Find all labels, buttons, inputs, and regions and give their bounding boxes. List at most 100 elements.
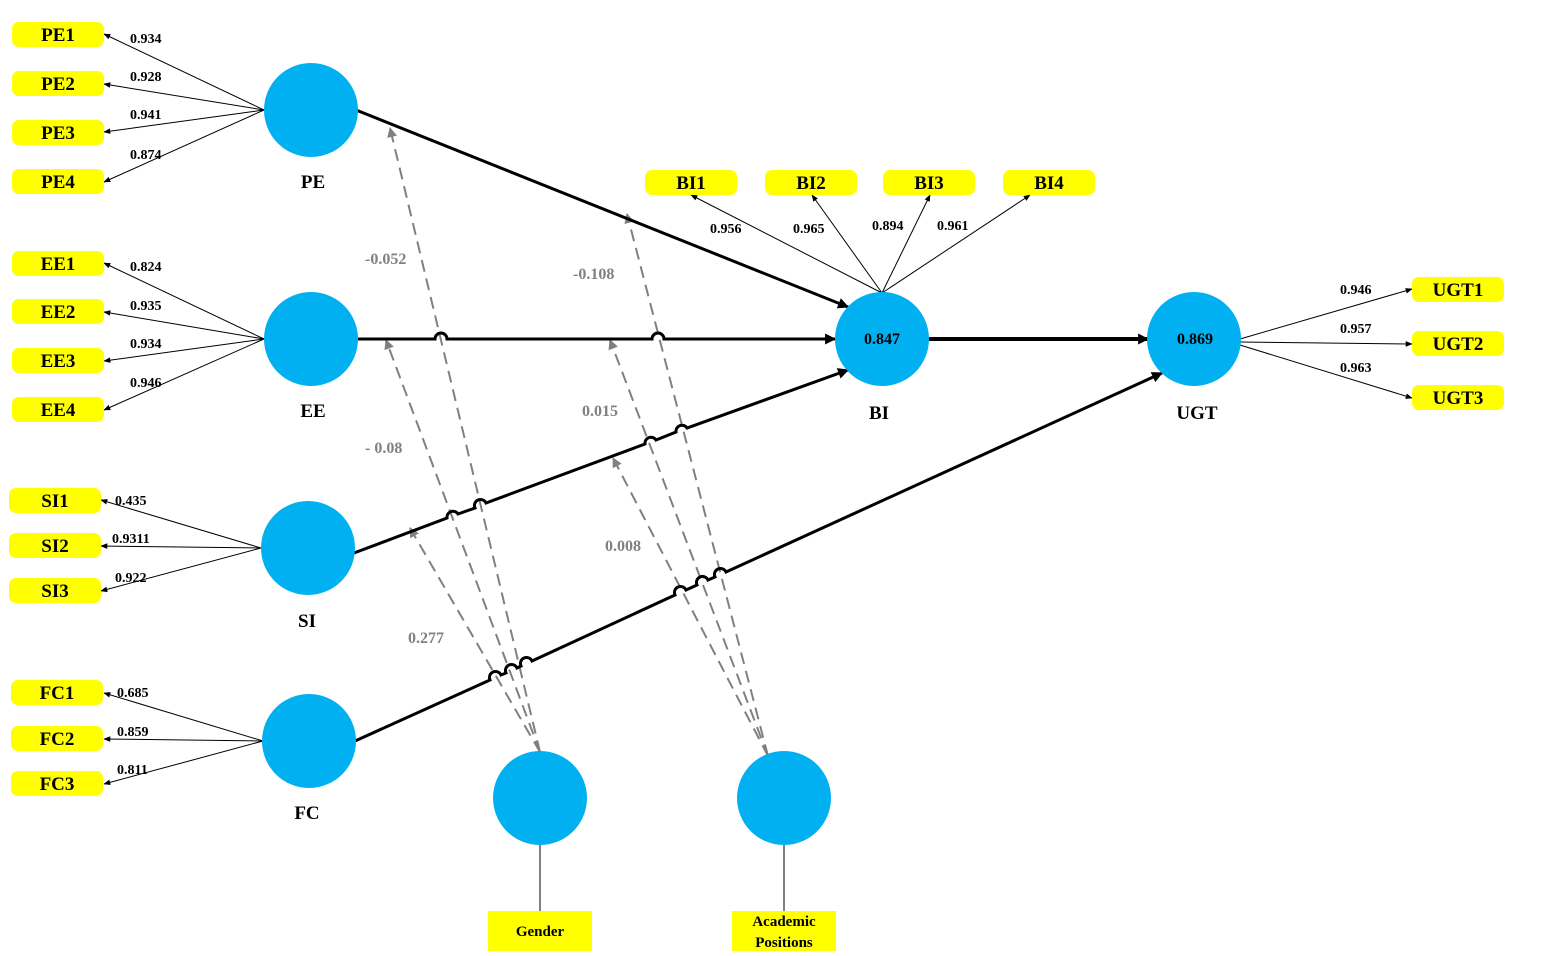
loading-arrow-fc3 bbox=[103, 740, 264, 786]
indicator-pe3: PE3 bbox=[12, 120, 104, 145]
loading-arrow-bi1 bbox=[690, 194, 883, 294]
loading-ugt3: 0.963 bbox=[1340, 361, 1372, 376]
coef-academic-si: 0.008 bbox=[605, 538, 641, 555]
structural-paths bbox=[353, 108, 1164, 743]
construct-label-bi: BI bbox=[869, 403, 889, 424]
r-squared-ugt: 0.869 bbox=[1177, 331, 1213, 348]
latent-constructs: PE EE SI FC 0.847 BI 0.869 UGT bbox=[261, 63, 1241, 845]
path-arrow-si-bi bbox=[353, 368, 850, 555]
indicator-bi2: BI2 bbox=[765, 170, 857, 195]
indicator-label: PE2 bbox=[41, 74, 75, 95]
loading-ee2: 0.935 bbox=[130, 299, 162, 314]
moderator-labels: Gender Academic Positions bbox=[488, 911, 836, 951]
indicators: PE1 PE2 PE3 PE4 EE1 EE2 EE3 EE4 SI1 SI2 … bbox=[9, 22, 1504, 796]
loading-arrow-si1 bbox=[100, 499, 262, 549]
loading-arrow-fc2 bbox=[103, 736, 264, 742]
loading-arrow-pe4 bbox=[103, 109, 265, 183]
indicator-label: FC2 bbox=[40, 729, 75, 750]
indicator-fc3: FC3 bbox=[11, 771, 103, 796]
indicator-label: BI2 bbox=[796, 173, 826, 194]
construct-fc: FC bbox=[262, 694, 356, 824]
loading-arrow-si3 bbox=[100, 547, 262, 593]
indicator-label: BI1 bbox=[676, 173, 706, 194]
loading-arrow-ee1 bbox=[103, 262, 265, 340]
moderation-arrow-gender-pe bbox=[387, 127, 541, 753]
path-arrow-ee-bi bbox=[356, 331, 837, 345]
construct-label-si: SI bbox=[298, 611, 316, 632]
indicator-label: SI2 bbox=[41, 536, 68, 557]
loading-ugt2: 0.957 bbox=[1340, 322, 1372, 337]
loading-arrow-pe2 bbox=[103, 82, 265, 111]
loading-pe1: 0.934 bbox=[130, 32, 162, 47]
loading-bi1: 0.956 bbox=[710, 222, 742, 237]
moderator-box-academic: Academic Positions bbox=[732, 911, 836, 951]
construct-ugt: 0.869 UGT bbox=[1147, 292, 1241, 424]
indicator-ugt3: UGT3 bbox=[1412, 385, 1504, 410]
loading-arrow-pe3 bbox=[103, 109, 265, 134]
indicator-si1: SI1 bbox=[9, 488, 101, 513]
loading-arrow-fc1 bbox=[103, 692, 264, 742]
indicator-ee2: EE2 bbox=[12, 299, 104, 324]
moderator-box-gender: Gender bbox=[488, 911, 592, 951]
indicator-bi4: BI4 bbox=[1003, 170, 1095, 195]
indicator-ee4: EE4 bbox=[12, 397, 104, 422]
loading-arrow-ugt2 bbox=[1239, 341, 1413, 347]
loading-pe4: 0.874 bbox=[130, 148, 162, 163]
loading-ee1: 0.824 bbox=[130, 260, 162, 275]
path-arrow-pe-bi bbox=[355, 108, 850, 309]
moderator-label-academic-line1: Academic bbox=[752, 914, 816, 930]
indicator-label: BI4 bbox=[1034, 173, 1064, 194]
loading-arrow-si2 bbox=[100, 543, 262, 549]
construct-bi: 0.847 BI bbox=[835, 292, 929, 424]
construct-label-ugt: UGT bbox=[1176, 403, 1218, 424]
indicator-label: PE4 bbox=[41, 172, 75, 193]
construct-si: SI bbox=[261, 501, 355, 632]
construct-label-ee: EE bbox=[300, 401, 325, 422]
moderation-lines bbox=[384, 127, 769, 757]
moderation-arrow-gender-ee bbox=[384, 339, 541, 753]
indicator-label: BI3 bbox=[914, 173, 944, 194]
loading-ee4: 0.946 bbox=[130, 376, 162, 391]
loading-bi3: 0.894 bbox=[872, 219, 904, 234]
indicator-label: PE1 bbox=[41, 25, 75, 46]
loading-labels: 0.934 0.928 0.941 0.874 0.824 0.935 0.93… bbox=[112, 32, 1372, 778]
construct-label-pe: PE bbox=[301, 172, 325, 193]
loading-fc3: 0.811 bbox=[117, 763, 148, 778]
loading-arrow-ee4 bbox=[103, 338, 265, 411]
indicator-ee3: EE3 bbox=[12, 348, 104, 373]
indicator-label: EE4 bbox=[41, 400, 76, 421]
indicator-bi1: BI1 bbox=[645, 170, 737, 195]
construct-ee: EE bbox=[264, 292, 358, 422]
loading-arrow-ugt3 bbox=[1239, 344, 1413, 399]
coef-gender-si: 0.277 bbox=[408, 630, 444, 647]
construct-pe: PE bbox=[264, 63, 358, 193]
indicator-label: SI1 bbox=[41, 491, 68, 512]
loading-bi4: 0.961 bbox=[937, 219, 969, 234]
moderation-arrow-academic-pe bbox=[624, 213, 769, 757]
loading-pe2: 0.928 bbox=[130, 70, 162, 85]
indicator-pe1: PE1 bbox=[12, 22, 104, 47]
coef-gender-pe: -0.052 bbox=[365, 251, 406, 268]
indicator-label: EE2 bbox=[41, 302, 76, 323]
indicator-fc2: FC2 bbox=[11, 726, 103, 751]
indicator-label: UGT3 bbox=[1433, 388, 1484, 409]
indicator-label: UGT2 bbox=[1433, 334, 1484, 355]
loading-ee3: 0.934 bbox=[130, 337, 162, 352]
loading-arrow-ee3 bbox=[103, 338, 265, 363]
construct-label-fc: FC bbox=[294, 803, 319, 824]
indicator-label: UGT1 bbox=[1433, 280, 1484, 301]
indicator-si3: SI3 bbox=[9, 578, 101, 603]
loading-arrow-bi3 bbox=[881, 194, 931, 294]
loading-si3: 0.922 bbox=[115, 571, 147, 586]
indicator-si2: SI2 bbox=[9, 533, 101, 558]
coef-academic-pe: -0.108 bbox=[573, 266, 614, 283]
moderation-arrow-academic-si bbox=[612, 457, 769, 757]
loading-si2: 0.9311 bbox=[112, 532, 150, 547]
indicator-label: EE1 bbox=[41, 254, 76, 275]
moderator-label-gender: Gender bbox=[516, 924, 565, 940]
loading-arrow-ee2 bbox=[103, 310, 265, 340]
loading-ugt1: 0.946 bbox=[1340, 283, 1372, 298]
loading-arrow-ugt1 bbox=[1239, 288, 1413, 340]
indicator-bi3: BI3 bbox=[883, 170, 975, 195]
